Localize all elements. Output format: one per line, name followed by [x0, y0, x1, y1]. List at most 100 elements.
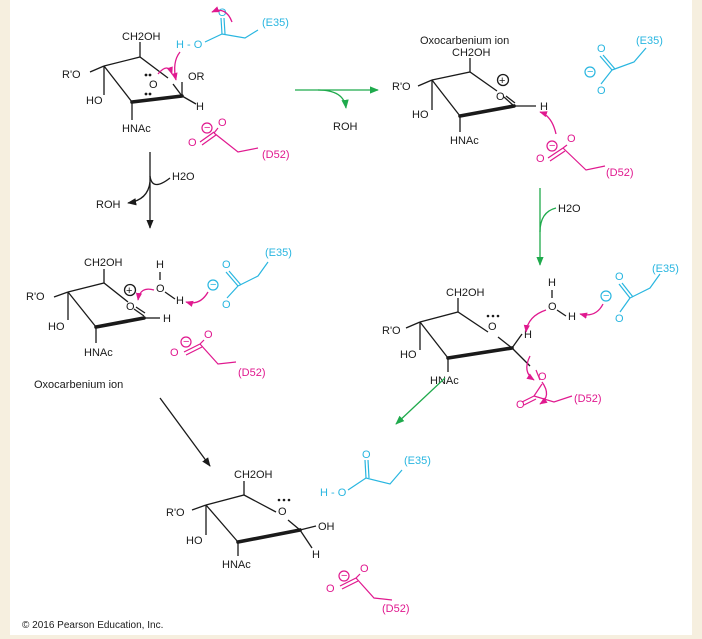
d52-label-5: (D52)	[382, 603, 410, 615]
e35-hydroxyl-label: H - O	[176, 39, 203, 51]
arrow-left-down: H2O ROH	[96, 152, 195, 229]
hnac-label-4: HNAc	[84, 347, 113, 359]
d52-label-4: (D52)	[238, 367, 266, 379]
arrow-step-1: ROH	[295, 86, 379, 133]
e35-carbonyl-o-5: O	[362, 449, 371, 461]
water-4: H O H	[135, 259, 184, 307]
d52-o-2: O	[188, 137, 197, 149]
e35-residue-2: O O − (E35)	[584, 35, 663, 97]
e35-hydroxyl-label-5: H - O	[320, 487, 347, 499]
e35-label-1: (E35)	[262, 17, 289, 29]
h-label-2: H	[540, 101, 548, 113]
ring-oxygen-4: O	[126, 301, 135, 313]
roh-label-left: ROH	[96, 199, 121, 211]
ch2oh-label-4: CH2OH	[84, 257, 123, 269]
ho-label-3: HO	[400, 349, 417, 361]
hnac-label-5: HNAc	[222, 559, 251, 571]
ch2oh-label-1: CH2OH	[122, 31, 161, 43]
d52-o-3a: O	[538, 371, 547, 383]
d52-o-2b: O	[536, 153, 545, 165]
e35-o-4b: O	[222, 299, 231, 311]
copyright-notice: © 2016 Pearson Education, Inc.	[22, 620, 163, 631]
water-o-4: O	[156, 283, 165, 295]
d52-o-1: O	[218, 117, 227, 129]
h-label-3: H	[524, 329, 532, 341]
substrate-structure: H - O O (E35) CH2OH R'O HO O OR H HNAc	[62, 6, 290, 161]
e35-residue-1: H - O O (E35)	[176, 7, 289, 51]
h2o-label-right: H2O	[558, 203, 581, 215]
e35-carbonyl-o: O	[218, 7, 227, 19]
d52-o-4b: O	[170, 347, 179, 359]
d52-residue-2: O O − (D52)	[536, 111, 634, 179]
d52-label-2: (D52)	[606, 167, 634, 179]
h-label-1: H	[196, 101, 204, 113]
roh-label-top: ROH	[333, 121, 358, 133]
d52-residue-4: O O − (D52)	[170, 329, 266, 379]
arrow-step-2: H2O	[536, 188, 581, 266]
d52-residue-3: O O (D52)	[516, 355, 602, 411]
d52-o-2a: O	[567, 133, 576, 145]
d52-o-5a: O	[360, 563, 369, 575]
arrow-step-3	[395, 377, 446, 425]
hnac-label-3: HNAc	[430, 375, 459, 387]
e35-minus-2: −	[587, 66, 593, 78]
oxocarbenium-structure-right: Oxocarbenium ion CH2OH R'O HO O + H HNAc…	[392, 35, 663, 179]
ring-oxygen-2: O	[496, 91, 505, 103]
ring-oxygen-3: O	[488, 321, 497, 333]
d52-label-3: (D52)	[574, 393, 602, 405]
ch2oh-label-2: CH2OH	[452, 47, 491, 59]
water-h-right-4: H	[176, 295, 184, 307]
e35-o-4a: O	[222, 259, 231, 271]
water-h-top-4: H	[156, 259, 164, 271]
oh-label-5: OH	[318, 521, 335, 533]
r-prime-o-label-5: R'O	[166, 507, 185, 519]
e35-minus-4: −	[210, 279, 216, 291]
d52-minus-5: −	[341, 570, 347, 582]
r-prime-o-label-4: R'O	[26, 291, 45, 303]
d52-o-5b: O	[326, 583, 335, 595]
ho-label-4: HO	[48, 321, 65, 333]
e35-label-2: (E35)	[636, 35, 663, 47]
e35-residue-4: O O − (E35)	[185, 247, 292, 311]
e35-minus-3: −	[603, 290, 609, 302]
e35-o-2a: O	[597, 43, 606, 55]
e35-o-3b: O	[615, 313, 624, 325]
r-prime-o-label-1: R'O	[62, 69, 81, 81]
hnac-label-1: HNAc	[122, 123, 151, 135]
ring-oxygen-5: O	[278, 506, 287, 518]
water-h-top-3: H	[548, 277, 556, 289]
water-3: H O H	[523, 277, 576, 333]
covalent-intermediate-structure: CH2OH R'O HO O H HNAc H O H O O − (E35)	[382, 263, 679, 411]
d52-label-1: (D52)	[262, 149, 290, 161]
d52-o-4a: O	[204, 329, 213, 341]
h2o-label-left: H2O	[172, 171, 195, 183]
ho-label-2: HO	[412, 109, 429, 121]
e35-label-5: (E35)	[404, 455, 431, 467]
water-h-right-3: H	[568, 311, 576, 323]
or-group-label: OR	[188, 71, 205, 83]
r-prime-o-label-3: R'O	[382, 325, 401, 337]
oxocarbenium-plus-4: +	[126, 285, 132, 297]
h-label-5: H	[312, 549, 320, 561]
d52-o-3b: O	[516, 399, 525, 411]
e35-residue-3: O O − (E35)	[579, 263, 679, 325]
h-label-4: H	[163, 313, 171, 325]
water-o-3: O	[548, 301, 557, 313]
d52-minus-4: −	[183, 336, 189, 348]
ring-oxygen-1: O	[149, 79, 158, 91]
oxocarbenium-title-left: Oxocarbenium ion	[34, 379, 123, 391]
ch2oh-label-5: CH2OH	[234, 469, 273, 481]
arrow-left-to-product	[159, 397, 211, 467]
e35-label-4: (E35)	[265, 247, 292, 259]
d52-residue-1: O O − (D52)	[188, 117, 290, 161]
e35-residue-5: H - O O (E35)	[320, 449, 431, 499]
r-prime-o-label-2: R'O	[392, 81, 411, 93]
e35-o-3a: O	[615, 271, 624, 283]
product-structure: CH2OH R'O HO O OH H HNAc H - O O (E35) O…	[166, 449, 431, 615]
ch2oh-label-3: CH2OH	[446, 287, 485, 299]
d52-minus-1: −	[204, 122, 210, 134]
hnac-label-2: HNAc	[450, 135, 479, 147]
ho-label-1: HO	[86, 95, 103, 107]
